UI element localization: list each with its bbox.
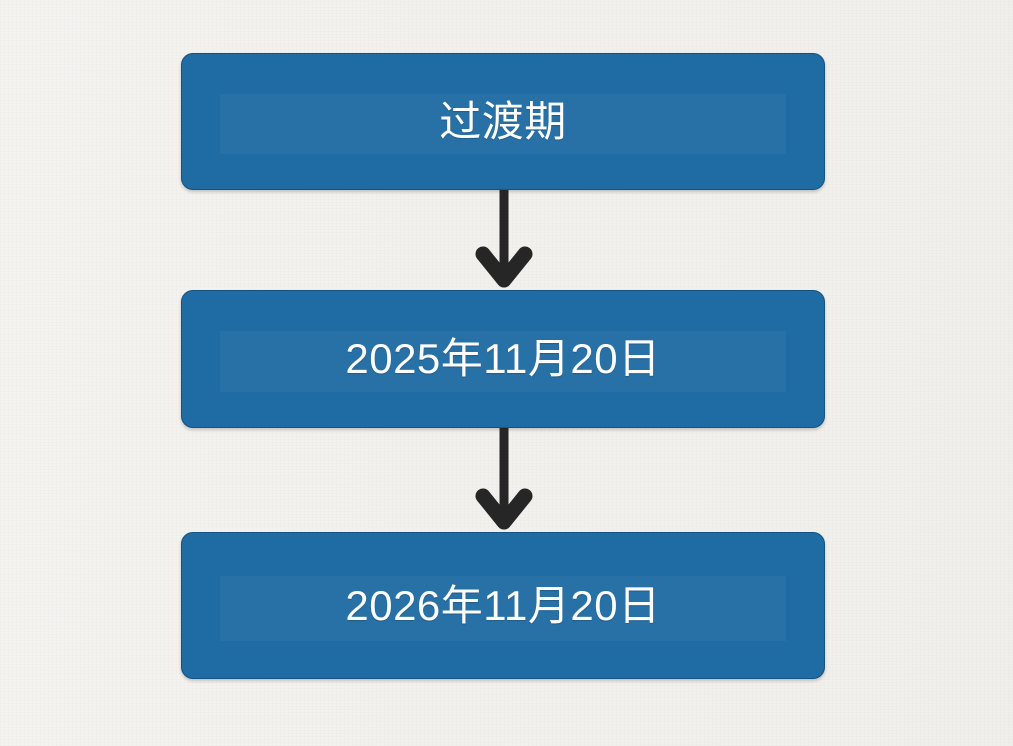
flow-node-label: 过渡期 [439, 97, 567, 145]
arrow-down-icon [471, 188, 537, 292]
flow-node-date-2025[interactable]: 2025年11月20日 [181, 290, 825, 428]
flow-node-transition-period[interactable]: 过渡期 [181, 53, 825, 190]
arrow-down-icon [471, 426, 537, 534]
flow-node-label: 2025年11月20日 [345, 335, 661, 382]
flow-node-date-2026[interactable]: 2026年11月20日 [181, 532, 825, 679]
flow-node-label: 2026年11月20日 [345, 581, 661, 629]
